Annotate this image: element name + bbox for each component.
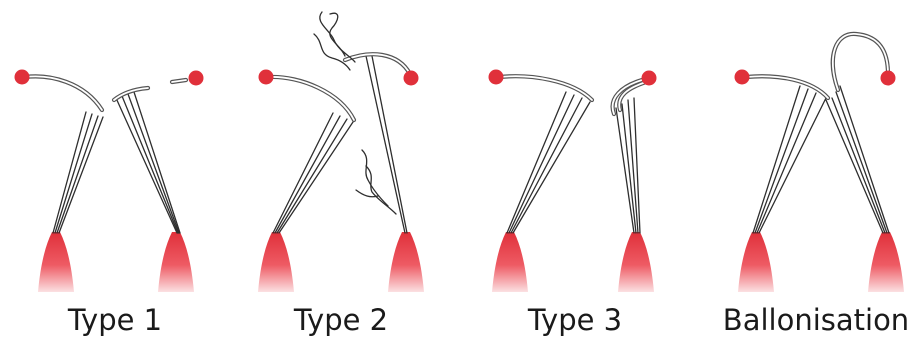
fiber-arc — [270, 77, 354, 120]
panel-label-type-1: Type 1 — [50, 300, 180, 340]
anchor-bulb — [618, 232, 654, 292]
anchor-bulb — [868, 232, 904, 292]
panel-type-1 — [15, 70, 204, 293]
anchor-bulb — [492, 232, 528, 292]
fiber-tip-dot — [642, 71, 657, 86]
fiber-tip-dot — [881, 71, 896, 86]
panel-label-ballonisation: Ballonisation — [716, 300, 916, 340]
anchor-bulb — [738, 232, 774, 292]
broken-fiber — [114, 80, 186, 100]
fiber-tip-dot — [404, 71, 419, 86]
fiber-tip-dot — [189, 71, 204, 86]
balloon-loop — [833, 34, 888, 90]
thread-bundle — [753, 86, 826, 233]
panel-type-2 — [258, 12, 424, 292]
anchor-bulb — [258, 232, 294, 292]
fiber-tip-dot — [489, 70, 504, 85]
anchor-bulb — [388, 232, 424, 292]
fiber-arc — [500, 76, 592, 100]
thread-bundle — [826, 86, 889, 233]
fiber-tip-dot — [15, 70, 30, 85]
panel-ballonisation — [735, 34, 905, 292]
fiber-tip-dot — [735, 70, 750, 85]
fiber-arc — [25, 76, 102, 110]
fiber-arc — [345, 54, 410, 74]
anchor-bulb — [38, 232, 74, 292]
panel-label-type-2: Type 2 — [276, 300, 406, 340]
thread-bundle — [273, 113, 353, 233]
thread-bundle — [507, 92, 590, 233]
thread-bundle — [53, 112, 103, 233]
panel-type-3 — [489, 70, 657, 293]
fiber-tip-dot — [259, 70, 274, 85]
panel-label-type-3: Type 3 — [510, 300, 640, 340]
thread-bundle — [116, 92, 180, 233]
thread-bundle — [616, 98, 640, 233]
anchor-bulb — [158, 232, 194, 292]
